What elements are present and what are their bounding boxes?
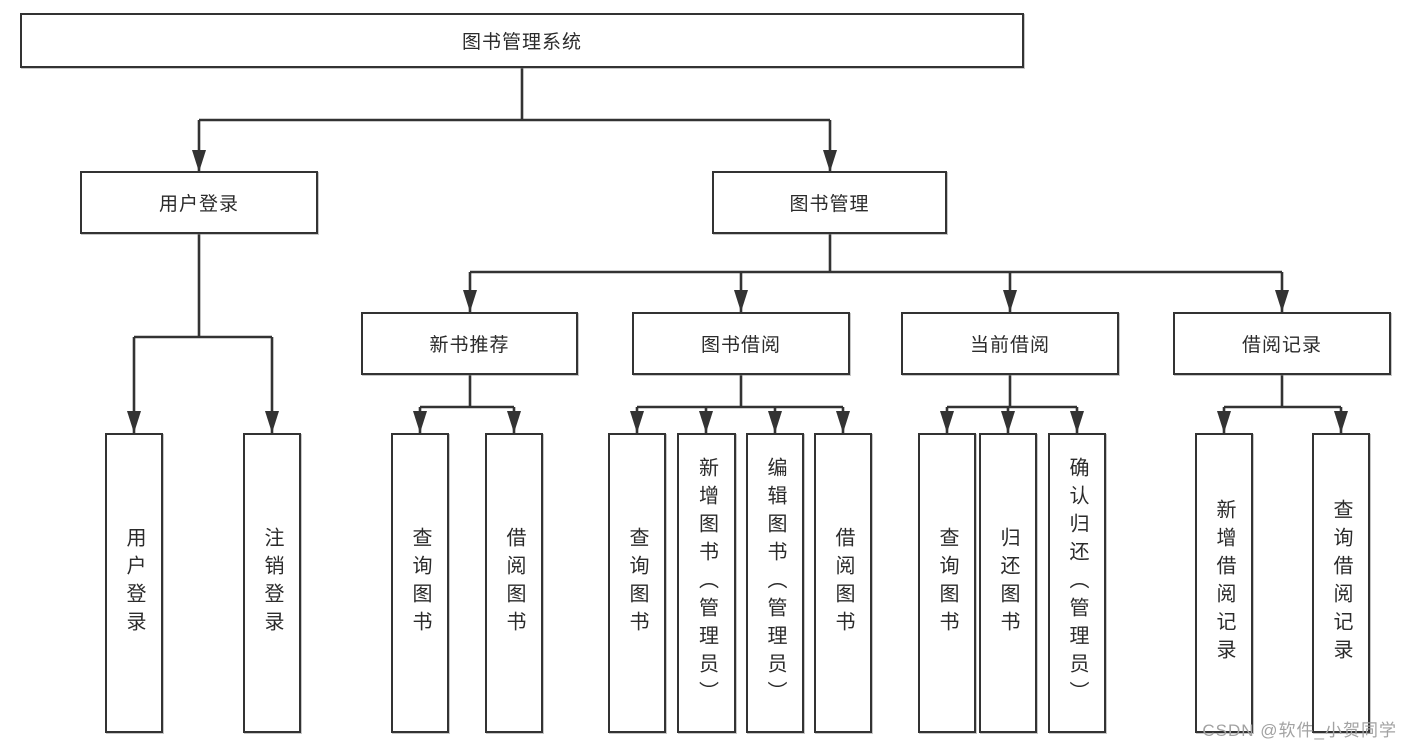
leaf-cb-return-books: 归还图书 <box>979 433 1037 733</box>
node-book-management: 图书管理 <box>712 171 947 234</box>
node-current-borrow: 当前借阅 <box>901 312 1119 375</box>
leaf-logout: 注销登录 <box>243 433 301 733</box>
leaf-user-login: 用户登录 <box>105 433 163 733</box>
node-borrow-records: 借阅记录 <box>1173 312 1391 375</box>
csdn-watermark: CSDN @软件_小贺同学 <box>1202 721 1397 740</box>
leaf-cb-confirm-return-admin: 确认归还（管理员） <box>1048 433 1106 733</box>
leaf-bb-edit-books-admin: 编辑图书（管理员） <box>746 433 804 733</box>
leaf-nb-borrow-books: 借阅图书 <box>485 433 543 733</box>
leaf-nb-query-books: 查询图书 <box>391 433 449 733</box>
leaf-bb-query-books: 查询图书 <box>608 433 666 733</box>
node-book-borrow: 图书借阅 <box>632 312 850 375</box>
leaf-bb-add-books-admin: 新增图书（管理员） <box>677 433 736 733</box>
node-library-management-system: 图书管理系统 <box>20 13 1024 68</box>
leaf-br-query-borrow-record: 查询借阅记录 <box>1312 433 1370 733</box>
node-new-book-recommend: 新书推荐 <box>361 312 578 375</box>
leaf-bb-borrow-books: 借阅图书 <box>814 433 872 733</box>
leaf-cb-query-books: 查询图书 <box>918 433 976 733</box>
node-user-login: 用户登录 <box>80 171 318 234</box>
leaf-br-add-borrow-record: 新增借阅记录 <box>1195 433 1253 733</box>
